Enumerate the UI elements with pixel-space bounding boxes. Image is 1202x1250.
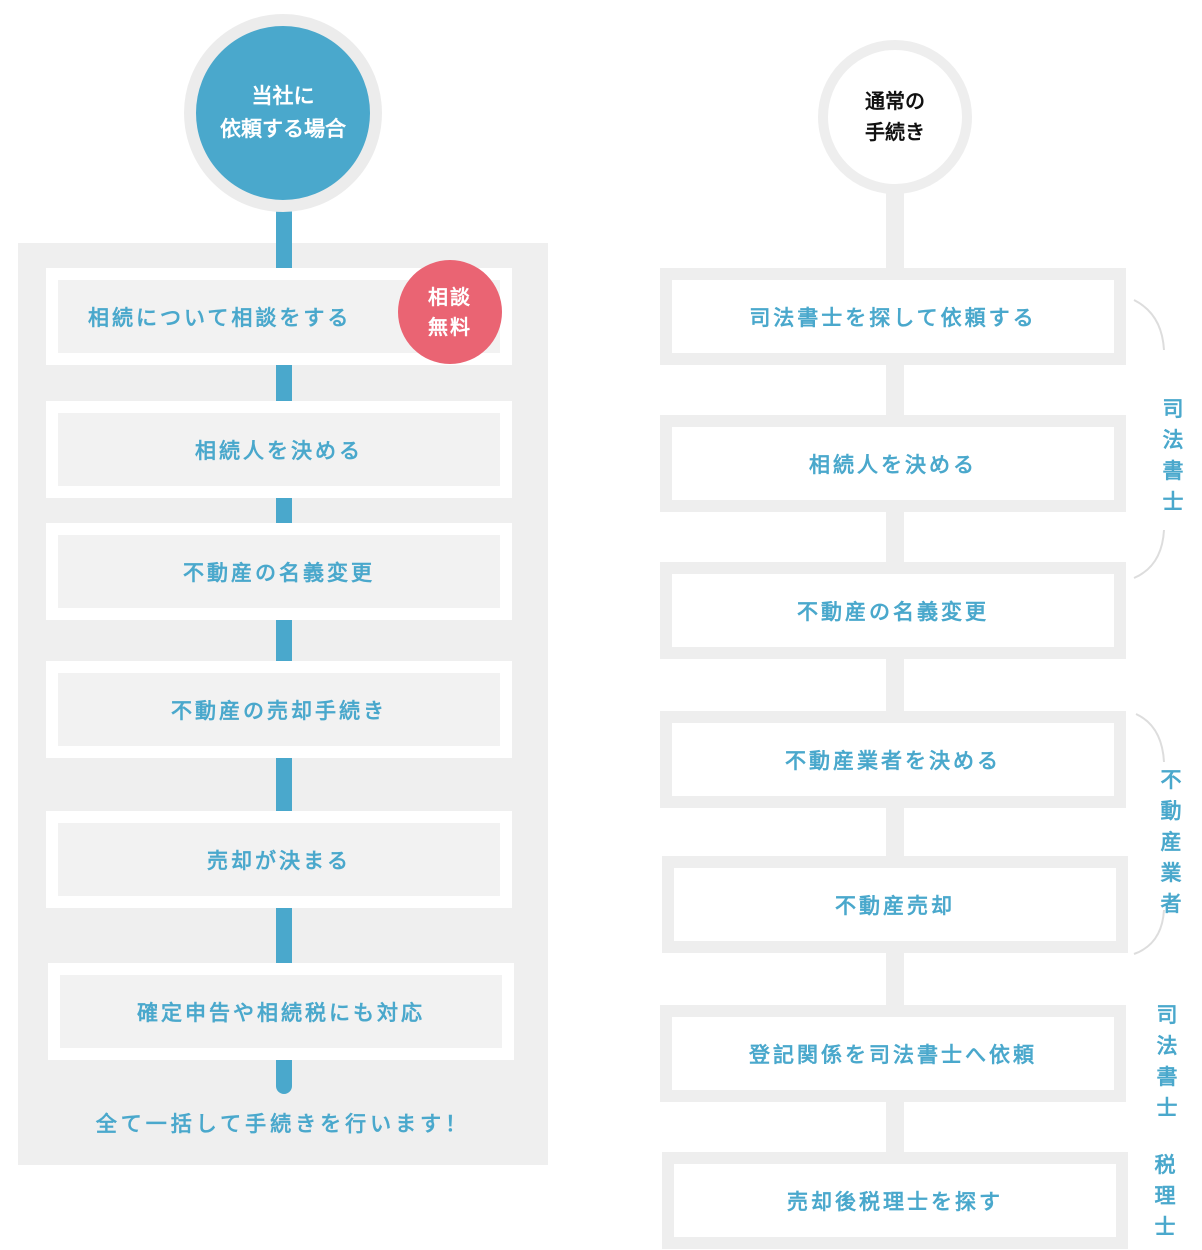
right-step-find-scrivener: 司法書士を探して依頼する bbox=[660, 268, 1126, 365]
left-step-label: 確定申告や相続税にも対応 bbox=[60, 975, 502, 1048]
left-step-label: 不動産の売却手続き bbox=[58, 673, 500, 746]
left-flow-start-circle: 当社に 依頼する場合 bbox=[184, 14, 382, 212]
left-step-label: 相続人を決める bbox=[58, 413, 500, 486]
left-step-tax-return: 確定申告や相続税にも対応 bbox=[48, 963, 514, 1060]
right-start-line2: 手続き bbox=[865, 120, 925, 144]
right-step-label: 司法書士を探して依頼する bbox=[749, 305, 1037, 330]
right-step-find-tax-accountant: 売却後税理士を探す bbox=[662, 1152, 1128, 1249]
left-start-line2: 依頼する場合 bbox=[220, 117, 346, 141]
left-step-sale-decided: 売却が決まる bbox=[46, 811, 512, 908]
bracket-arc-scrivener-bottom bbox=[1133, 529, 1165, 579]
left-flow-footer-note: 全て一括して手続きを行います！ bbox=[95, 1112, 471, 1136]
right-step-label: 不動産業者を決める bbox=[785, 748, 1001, 773]
side-label-tax-accountant: 税理士 bbox=[1154, 1153, 1176, 1239]
left-flow-connector-tail bbox=[276, 1060, 292, 1094]
right-step-label: 売却後税理士を探す bbox=[787, 1189, 1003, 1214]
right-step-label: 不動産売却 bbox=[835, 893, 955, 918]
free-consultation-badge: 相談 無料 bbox=[398, 260, 502, 364]
left-step-heirs: 相続人を決める bbox=[46, 401, 512, 498]
side-label-scrivener-1: 司法書士 bbox=[1162, 397, 1184, 514]
side-label-scrivener-2: 司法書士 bbox=[1156, 1003, 1178, 1120]
bracket-arc-scrivener-top bbox=[1133, 299, 1165, 351]
right-step-heirs: 相続人を決める bbox=[660, 415, 1126, 512]
right-step-property-sale: 不動産売却 bbox=[662, 856, 1128, 953]
bracket-arc-agent-top bbox=[1135, 713, 1165, 763]
right-step-label: 不動産の名義変更 bbox=[797, 599, 989, 624]
left-step-title-change: 不動産の名義変更 bbox=[46, 523, 512, 620]
side-label-real-estate-agent: 不動産業者 bbox=[1160, 768, 1182, 916]
left-step-label: 売却が決まる bbox=[58, 823, 500, 896]
right-step-title-change: 不動産の名義変更 bbox=[660, 562, 1126, 659]
bracket-arc-agent-bottom bbox=[1133, 909, 1165, 955]
badge-line2: 無料 bbox=[428, 315, 472, 339]
right-start-line1: 通常の bbox=[865, 89, 925, 113]
left-step-label: 不動産の名義変更 bbox=[58, 535, 500, 608]
badge-line1: 相談 bbox=[428, 285, 472, 309]
left-start-line1: 当社に bbox=[251, 84, 315, 109]
left-step-sale-procedure: 不動産の売却手続き bbox=[46, 661, 512, 758]
right-flow-start-circle: 通常の 手続き bbox=[818, 40, 972, 194]
right-step-choose-agent: 不動産業者を決める bbox=[660, 711, 1126, 808]
right-step-label: 相続人を決める bbox=[809, 452, 977, 477]
right-step-label: 登記関係を司法書士へ依頼 bbox=[749, 1042, 1037, 1067]
right-step-registration: 登記関係を司法書士へ依頼 bbox=[660, 1005, 1126, 1102]
bracket-arcs bbox=[1133, 299, 1165, 955]
